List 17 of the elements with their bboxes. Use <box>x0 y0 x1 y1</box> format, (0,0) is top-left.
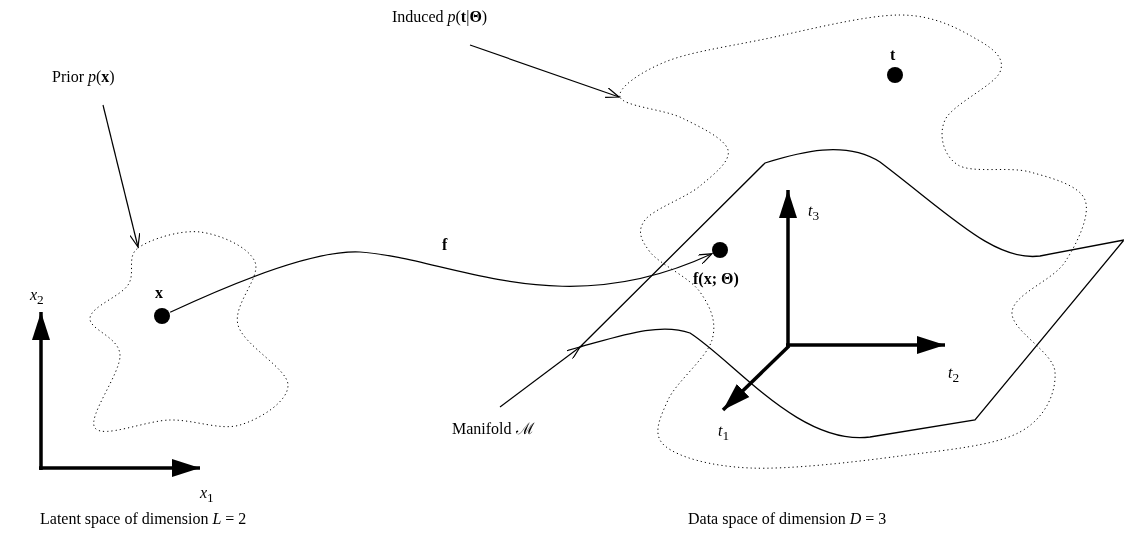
caption-text: Data space of dimension D = 3 <box>688 510 887 528</box>
axis-label: x$_{2}$ <box>30 286 44 308</box>
leader-arrow <box>499 346 581 408</box>
annotation-text: Prior p(x) <box>52 68 115 86</box>
point-label: t <box>890 46 896 64</box>
axis-label: x$_{1}$ <box>200 484 214 506</box>
point-label: f(x; Θ) <box>693 270 739 288</box>
leader-arrow <box>469 44 620 99</box>
caption-text: Latent space of dimension L = 2 <box>40 510 247 528</box>
axis-label: t$_{2}$ <box>948 364 960 386</box>
axis-label: t$_{1}$ <box>718 422 730 444</box>
mapping-arrow <box>169 251 713 313</box>
annotation-text: Manifold ℳ <box>452 420 534 438</box>
axis-label: t$_{3}$ <box>808 202 820 224</box>
annotation-text: Induced p(t|Θ) <box>392 8 488 26</box>
leader-arrow <box>102 104 141 248</box>
point-label: x <box>155 284 163 302</box>
